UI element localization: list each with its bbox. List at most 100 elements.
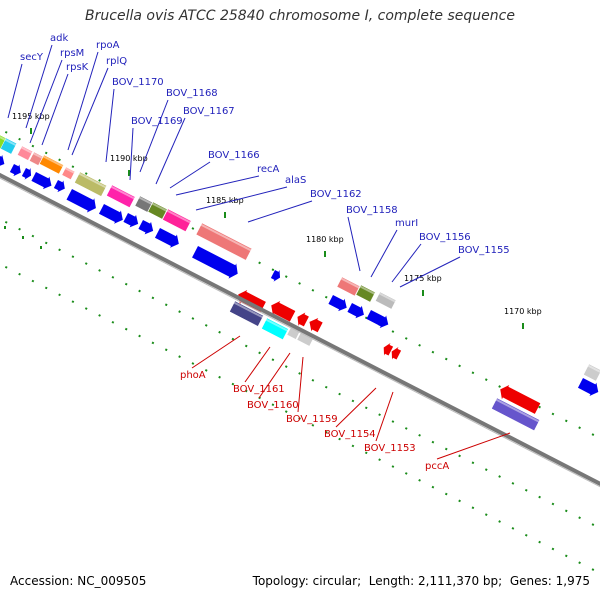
gene-label-BOV_1167: BOV_1167 <box>183 106 235 117</box>
scale-tick-label: 1180 kbp <box>306 235 344 244</box>
scale-tick-label: 1185 kbp <box>206 196 244 205</box>
cds-reverse-block <box>261 317 289 340</box>
gene-label-BOV_1153: BOV_1153 <box>364 443 416 454</box>
cds-forward-arrow <box>53 180 65 193</box>
cds-forward-arrow <box>366 310 389 328</box>
ring-dot <box>22 236 24 239</box>
cds-forward-arrow <box>138 220 154 235</box>
gene-label-rpsM: rpsM <box>60 48 84 59</box>
leader-line <box>375 391 394 442</box>
cds-forward-block <box>106 184 136 208</box>
scale-tick-mark <box>224 212 226 218</box>
leader-line <box>191 335 241 369</box>
gene-label-BOV_1168: BOV_1168 <box>166 88 218 99</box>
cds-forward-block-sheen <box>166 209 191 224</box>
leader-line <box>195 186 288 211</box>
leader-line <box>25 44 53 129</box>
leader-line <box>29 59 63 144</box>
leader-line <box>244 346 271 383</box>
cds-forward-block-sheen <box>4 138 17 146</box>
gene-label-BOV_1160: BOV_1160 <box>247 400 299 411</box>
gene-label-BOV_1159: BOV_1159 <box>286 414 338 425</box>
cds-forward-block <box>355 284 376 303</box>
gene-label-rpoA: rpoA <box>96 40 120 51</box>
scale-tick-label: 1170 kbp <box>504 307 542 316</box>
cds-forward-block-sheen <box>378 292 396 303</box>
cds-forward-arrow <box>192 246 238 279</box>
reverse-gene-labels: phoABOV_1161BOV_1160BOV_1159BOV_1154BOV_… <box>180 335 511 472</box>
forward-gene-labels: secYadkrpsMrpsKrpoArplQBOV_1170BOV_1168B… <box>7 33 510 288</box>
gene-label-BOV_1155: BOV_1155 <box>458 245 510 256</box>
cds-reverse-block <box>229 300 264 327</box>
cds-forward-arrow <box>328 295 347 312</box>
gene-label-murI: murI <box>395 218 418 229</box>
cds-reverse-arrow <box>500 384 541 414</box>
backbone-line <box>0 172 600 486</box>
leader-line <box>391 243 422 283</box>
genes-value: 1,975 <box>555 574 590 588</box>
leader-line <box>41 73 69 146</box>
sequence-stats: Topology: circular; Length: 2,111,370 bp… <box>252 574 590 588</box>
cds-forward-arrow-edge <box>577 378 599 396</box>
cds-forward-arrow <box>66 189 96 213</box>
scale-ticks: 1195 kbp 1190 kbp 1185 kbp 1180 kbp 1175 kbp… <box>12 112 542 329</box>
cds-reverse-arrow <box>383 343 394 356</box>
gene-label-secY: secY <box>20 52 44 63</box>
leader-line <box>105 88 115 163</box>
cds-forward-block <box>74 171 108 197</box>
cds-forward-arrow <box>9 164 21 177</box>
scale-tick-label: 1195 kbp <box>12 112 50 121</box>
cds-reverse-block-sheen <box>265 318 288 332</box>
leader-line <box>436 432 511 460</box>
leader-line <box>399 256 461 288</box>
scale-tick-mark <box>128 170 130 176</box>
cds-reverse-arrow <box>391 347 402 360</box>
cds-forward-block-sheen <box>110 185 135 200</box>
length-value: 2,111,370 bp <box>418 574 499 588</box>
cds-reverse-block-sheen <box>495 398 540 423</box>
ring-dot <box>4 226 6 229</box>
backbone-shadow <box>0 177 600 488</box>
gene-label-alaS: alaS <box>285 175 306 186</box>
leader-line <box>71 67 109 156</box>
cds-forward-block-sheen <box>359 285 375 295</box>
topology-label: Topology: <box>252 574 309 588</box>
gene-label-BOV_1154: BOV_1154 <box>324 429 376 440</box>
cds-forward-arrow <box>98 204 123 224</box>
topology-value: circular <box>312 574 358 588</box>
map-title: Brucella ovis ATCC 25840 chromosome I, c… <box>85 8 515 24</box>
cds-reverse-arrow <box>309 317 323 333</box>
gene-label-phoA: phoA <box>180 370 206 381</box>
ring-dot <box>40 246 42 249</box>
cds-forward-block-sheen <box>32 152 43 159</box>
scale-tick-mark <box>522 323 524 329</box>
cds-forward-block-edge-sheen <box>587 364 600 373</box>
scale-tick-mark <box>30 128 32 134</box>
cds-reverse-arrow <box>271 300 296 322</box>
cds-forward-block <box>134 195 153 213</box>
accession-value: NC_009505 <box>77 574 147 588</box>
scale-tick-mark <box>422 290 424 296</box>
cds-forward-block <box>375 291 397 310</box>
accession-label: Accession: <box>10 574 74 588</box>
leader-line <box>347 216 361 272</box>
length-label: Length: <box>368 574 415 588</box>
genes-label: Genes: <box>509 574 552 588</box>
cds-forward-block-sheen <box>340 277 360 289</box>
leader-line <box>370 229 398 278</box>
cds-forward-block-sheen <box>200 223 252 252</box>
cds-forward-block <box>147 201 168 220</box>
gene-label-rpsK: rpsK <box>66 62 89 73</box>
gene-label-recA: recA <box>257 164 280 175</box>
gene-label-adk: adk <box>50 33 68 44</box>
cds-forward-block-edge <box>583 363 600 382</box>
scale-tick-label: 1175 kbp <box>404 274 442 283</box>
cds-forward-block <box>39 154 64 175</box>
cds-forward-block-sheen <box>151 202 167 212</box>
leader-line <box>129 127 134 181</box>
leader-line <box>7 63 23 119</box>
scale-tick-label: 1190 kbp <box>110 154 148 163</box>
cds-forward-block <box>29 151 44 166</box>
cds-reverse-block-sheen <box>233 301 264 319</box>
